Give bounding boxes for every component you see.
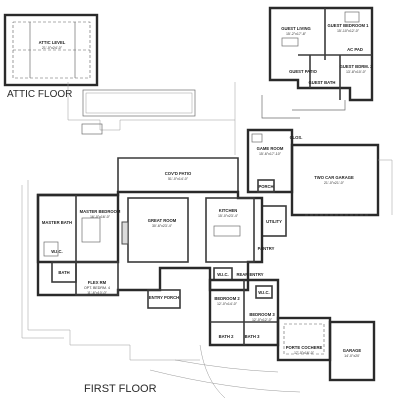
guest-bdrm-2-dim: 13'-8"x10'-0" [346,70,367,74]
kitchen-label: KITCHEN [219,208,238,213]
pantry-label: PANTRY [258,246,275,251]
covd-patio-dim: 51'-0"x14'-0" [168,177,189,181]
flex-rm-opt: OPT. BEDRM. 4 [84,286,110,290]
attic-eave-line [12,21,91,79]
guest-bedroom-1-dim: 15'-10"x12'-0" [337,29,360,33]
guest-living-dim: 15'-2"x17'-8" [286,32,307,36]
great-room-dim: 30'-6"x23'-4" [152,224,173,228]
bedroom-3-dim: 12'-0"x12'-0" [252,318,273,322]
kitchen-island [213,225,241,237]
great-room-label: GREAT ROOM [148,218,177,223]
master-bath-label: MASTER BATH [42,220,72,225]
pool-area [67,82,236,155]
guest-suite-outline [268,6,374,102]
master-wing [36,193,120,264]
guest-suite: GUEST LIVING 15'-2"x17'-8" GUEST BEDROOM… [268,6,374,102]
closet-label: CLOS. [290,135,303,140]
guest-bath-label: GUEST BATH [309,80,336,85]
master-bedroom-label: MASTER BEDROOM [80,209,121,214]
porte-cochere-dim: 17'-0"x16'-0" [294,351,315,355]
bath-3-label: BATH 3 [245,334,260,339]
game-room-dim: 15'-6"x17'-10" [259,152,282,156]
entry-porch [147,289,181,309]
rear-entry-label: REAR ENTRY [236,272,263,277]
guest-living-label: GUEST LIVING [281,26,311,31]
bedroom-2-label: BEDROOM 2 [214,296,240,301]
attic-outline [3,13,99,87]
flex-rm-label: FLEX RM [88,280,107,285]
attic-level-dim: 21'-0"x24'-0" [42,46,63,50]
wlc-master-label: W.I.C. [51,249,62,254]
pool [82,89,196,117]
bedroom-3-label: BEDROOM 3 [249,312,275,317]
covd-patio-label: COV'D PATIO [165,171,192,176]
game-room-label: GAME ROOM [257,146,284,151]
utility-label: UTILITY [266,219,282,224]
wlc-3-label: W.I.C. [258,290,269,295]
kitchen-dim: 15'-0"x23'-4" [218,214,239,218]
entry-porch-label: ENTRY PORCH [149,295,179,300]
bath-2-label: BATH 2 [219,334,234,339]
porte-cochere-label: PORTE COCHERE [286,345,323,350]
garage [328,320,376,382]
first-floor-plan: COV'D PATIO 51'-0"x14'-0" GAME ROOM 15'-… [21,128,393,399]
attic-floor-title: ATTIC FLOOR [7,89,72,100]
two-car-garage-dim: 21'-0"x21'-0" [324,181,345,185]
wlc-2-label: W.I.C. [217,272,228,277]
guest-bedroom-1-label: GUEST BEDROOM 1 [328,23,370,28]
first-floor-title: FIRST FLOOR [84,383,157,395]
porch-label: PORCH [258,184,273,189]
two-car-garage-label: TWO CAR GARAGE [314,175,354,180]
bath-flex-label: BATH [58,270,69,275]
fireplace [121,221,129,245]
ac-pad-label: AC PAD [347,47,363,52]
attic-floor-plan: ATTIC LEVEL 21'-0"x24'-0" ATTIC FLOOR [3,13,99,100]
bedroom-2-dim: 12'-0"x14'-0" [217,302,238,306]
attic-level-label: ATTIC LEVEL [39,40,66,45]
master-bedroom-dim: 16'-0"x16'-0" [90,215,111,219]
great-room [127,197,189,263]
guest-bdrm-2-label: GUEST BDRM. 2 [340,64,373,69]
garage-label: GARAGE [343,348,362,353]
guest-patio-label: GUEST PATIO [289,69,318,74]
game-room [246,128,294,194]
flex-rm-dim: 11'-6"x10'-0" [87,291,108,295]
kitchen [205,197,255,263]
two-car-garage [290,143,380,217]
garage-dim: 14'-0"x20' [344,354,360,358]
